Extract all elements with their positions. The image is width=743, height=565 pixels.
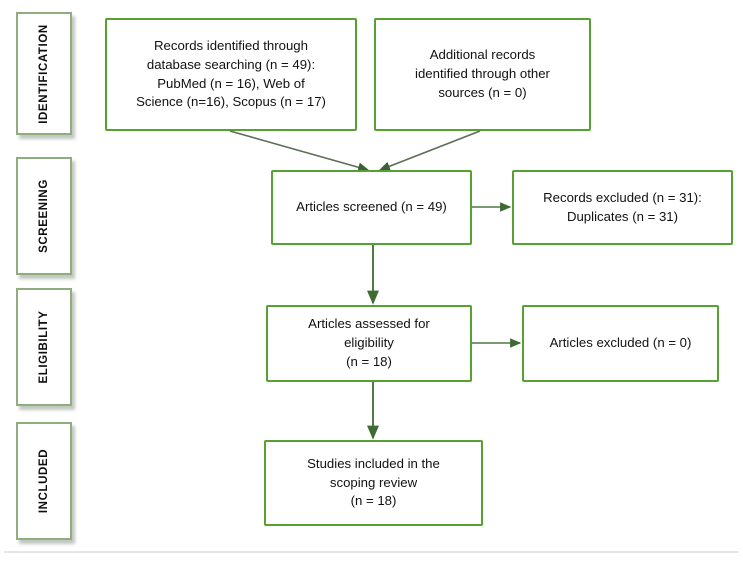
connector-identified-to-screened	[229, 130, 370, 172]
box-articles-assessed: Articles assessed for eligibility (n = 1…	[266, 305, 472, 382]
box-records-identified-text: Records identified through database sear…	[136, 38, 326, 110]
stage-box-included: INCLUDED	[16, 422, 72, 540]
box-articles-screened: Articles screened (n = 49)	[271, 170, 472, 245]
box-records-excluded-text: Records excluded (n = 31): Duplicates (n…	[543, 189, 702, 224]
stage-label-eligibility: ELIGIBILITY	[38, 310, 50, 384]
box-additional-records: Additional records identified through ot…	[374, 18, 591, 131]
box-additional-records-text: Additional records identified through ot…	[415, 47, 550, 100]
box-articles-excluded-text: Articles excluded (n = 0)	[549, 335, 692, 351]
box-studies-included-text: Studies included in the scoping review (…	[307, 455, 440, 509]
box-records-excluded: Records excluded (n = 31): Duplicates (n…	[512, 170, 733, 245]
box-articles-assessed-text: Articles assessed for eligibility (n = 1…	[308, 316, 430, 369]
footer-divider	[4, 551, 739, 553]
box-articles-screened-text: Articles screened (n = 49)	[296, 199, 447, 215]
stage-label-identification: IDENTIFICATION	[38, 23, 50, 124]
stage-box-eligibility: ELIGIBILITY	[16, 288, 72, 406]
box-studies-included: Studies included in the scoping review (…	[264, 440, 483, 526]
stage-box-screening: SCREENING	[16, 157, 72, 275]
box-records-identified: Records identified through database sear…	[105, 18, 357, 131]
connector-additional-to-screened	[378, 130, 481, 171]
box-articles-excluded: Articles excluded (n = 0)	[522, 305, 719, 382]
stage-label-included: INCLUDED	[38, 448, 50, 514]
stage-label-screening: SCREENING	[38, 179, 50, 253]
stage-box-identification: IDENTIFICATION	[16, 12, 72, 135]
